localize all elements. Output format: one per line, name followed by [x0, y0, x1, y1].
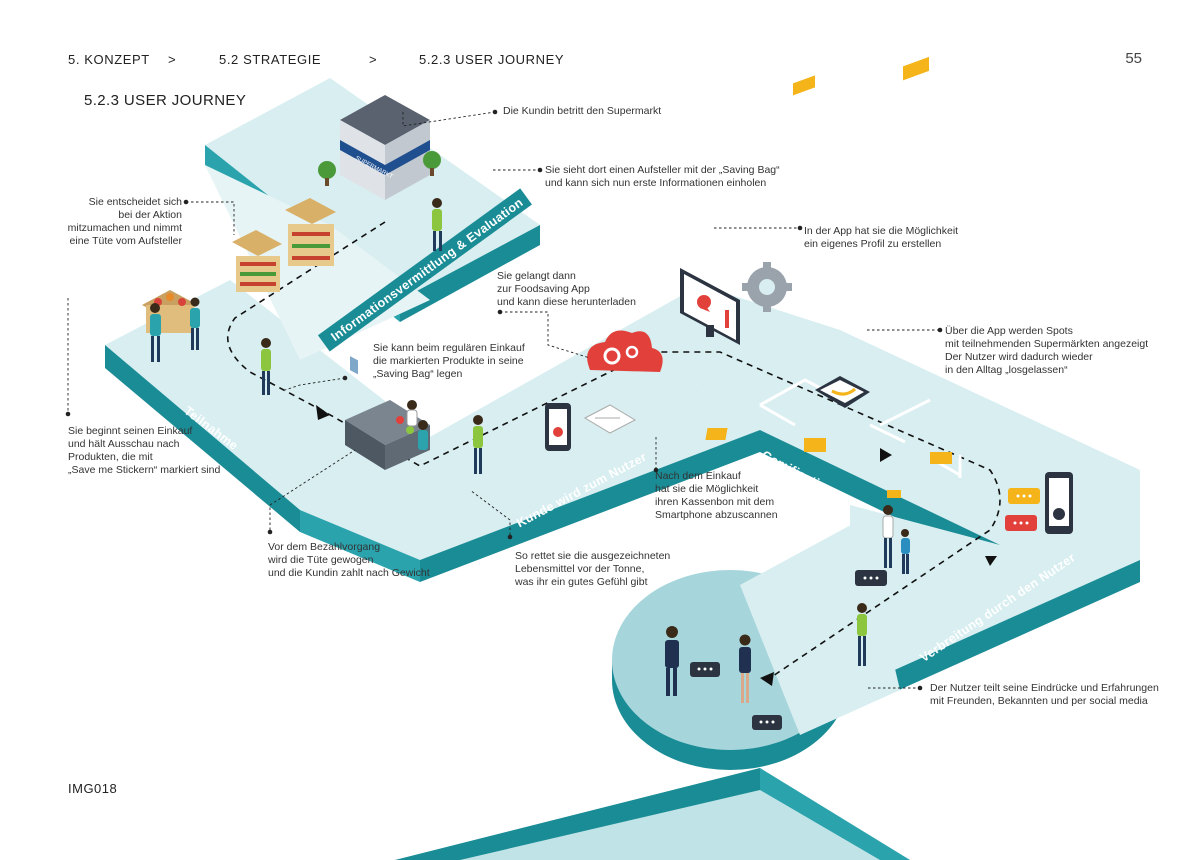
annotation-shopping: Sie beginnt seinen Einkauf und hält Auss… — [68, 425, 220, 477]
image-code: IMG018 — [68, 781, 117, 796]
annotation-stand: Sie sieht dort einen Aufsteller mit der … — [545, 164, 780, 190]
annotation-rescue: So rettet sie die ausgezeichneten Lebens… — [515, 550, 670, 589]
chat-bubble-icon — [752, 715, 782, 730]
annotation-receipt: Nach dem Einkauf hat sie die Möglichkeit… — [655, 470, 778, 522]
chat-bubble-icon — [1005, 515, 1037, 531]
chat-bubble-icon — [855, 570, 887, 586]
chat-bubble-icon — [690, 662, 720, 677]
smartphone-icon — [1045, 472, 1073, 534]
annotation-checkout: Vor dem Bezahlvorgang wird die Tüte gewo… — [268, 541, 430, 580]
annotation-enter: Die Kundin betritt den Supermarkt — [503, 105, 661, 118]
annotation-spots: Über die App werden Spots mit teilnehmen… — [945, 325, 1148, 377]
annotation-download: Sie gelangt dann zur Foodsaving App und … — [497, 270, 636, 309]
chat-bubble-icon — [1008, 488, 1040, 504]
annotation-bag: Sie kann beim regulären Einkauf die mark… — [373, 342, 525, 381]
annotation-share: Der Nutzer teilt seine Eindrücke und Erf… — [930, 682, 1159, 708]
annotation-decide: Sie entscheidet sich bei der Aktion mitz… — [50, 196, 182, 248]
annotation-profile: In der App hat sie die Möglichkeit ein e… — [804, 225, 958, 251]
smartphone-icon — [545, 403, 571, 451]
